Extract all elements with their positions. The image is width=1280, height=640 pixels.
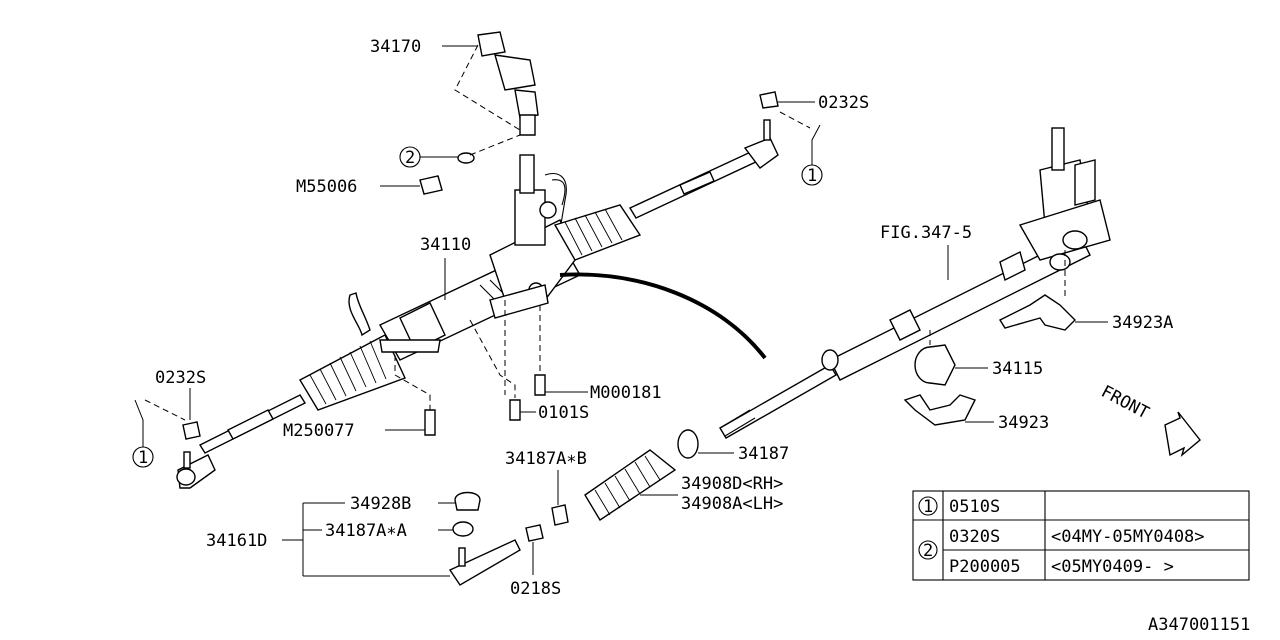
label-34161d: 34161D <box>206 531 267 551</box>
rack-assembly-right <box>719 127 1111 439</box>
callout-34928b: 34928B <box>350 494 455 514</box>
label-ref1-top: 1 <box>807 166 817 186</box>
nut-0218s <box>525 524 544 542</box>
callout-34187aa: 34187A∗A <box>325 521 453 541</box>
center-bracket <box>489 284 549 319</box>
label-m55006: M55006 <box>296 177 357 197</box>
label-34115: 34115 <box>992 359 1043 379</box>
legend-ref-1: 1 <box>923 497 933 517</box>
label-front: FRONT <box>1098 382 1153 424</box>
legend-ref-2: 2 <box>923 541 933 561</box>
assembly-link-curve <box>559 272 767 360</box>
bracket-34923 <box>903 394 976 426</box>
cap-34928b <box>454 491 481 511</box>
label-ref2: 2 <box>405 148 415 168</box>
tie-rod-end-34161d <box>448 539 521 586</box>
legend-part-p200005: P200005 <box>949 557 1021 577</box>
callout-0218s: 0218S <box>510 542 561 599</box>
right-tie-rod-end <box>743 119 779 169</box>
nut-left <box>182 421 201 440</box>
callout-34923a: 34923A <box>1075 313 1173 333</box>
legend-range-0320s: <04MY-05MY0408> <box>1051 527 1205 547</box>
clip-34187ab <box>551 504 569 526</box>
callout-34923: 34923 <box>965 413 1049 433</box>
callout-34187: 34187 <box>698 444 789 464</box>
label-0218s: 0218S <box>510 579 561 599</box>
label-34187: 34187 <box>738 444 789 464</box>
left-tie-rod-end <box>176 451 216 489</box>
callout-front: FRONT <box>1098 382 1153 424</box>
right-boot <box>553 204 642 261</box>
legend-part-0320s: 0320S <box>949 527 1000 547</box>
legend-range-p200005: <05MY0409- > <box>1051 557 1174 577</box>
label-34187aa: 34187A∗A <box>325 521 407 541</box>
label-34110: 34110 <box>420 235 471 255</box>
boot-34908 <box>584 449 677 521</box>
gearbox-assembly <box>176 119 779 489</box>
left-tie-rod-lock <box>227 409 274 440</box>
label-ref1-left: 1 <box>138 448 148 468</box>
callout-ref1-left: 1 <box>132 399 154 468</box>
callout-ref1-top: 1 <box>801 124 823 186</box>
callout-0232s-left: 0232S <box>155 368 206 420</box>
callout-m250077: M250077 <box>283 421 425 441</box>
callout-34908: 34908D<RH> 34908A<LH> <box>640 474 783 514</box>
bolt-m55006 <box>419 175 443 195</box>
label-0101s: 0101S <box>538 403 589 423</box>
callout-34187ab: 34187A∗B <box>505 449 587 505</box>
left-boot <box>299 334 406 411</box>
bolt-m250077 <box>424 409 436 436</box>
universal-joint <box>477 31 539 136</box>
callout-fig: FIG.347-5 <box>880 223 972 280</box>
callout-0232s-top: 0232S <box>778 93 869 113</box>
clamp-34187 <box>677 429 699 459</box>
legend-table: 1 2 0510S 0320S <04MY-05MY0408> P200005 … <box>912 490 1250 581</box>
left-bracket <box>348 292 441 353</box>
ring-34187aa <box>452 521 474 537</box>
label-34170: 34170 <box>370 37 421 57</box>
callout-m000181: M000181 <box>545 383 662 403</box>
label-m250077: M250077 <box>283 421 355 441</box>
callout-34161d: 34161D <box>206 502 450 577</box>
label-0232s-top: 0232S <box>818 93 869 113</box>
label-34187ab: 34187A∗B <box>505 449 587 469</box>
label-34928b: 34928B <box>350 494 411 514</box>
washer <box>457 152 475 164</box>
bolt-0101s <box>509 399 521 421</box>
label-m000181: M000181 <box>590 383 662 403</box>
callout-0101s: 0101S <box>520 403 589 423</box>
label-34908d: 34908D<RH> <box>681 474 783 494</box>
callout-m55006: M55006 <box>296 177 420 197</box>
diagram-id: A347001151 <box>1148 615 1250 635</box>
label-34923: 34923 <box>998 413 1049 433</box>
label-34923a: 34923A <box>1112 313 1173 333</box>
bracket-34923a <box>998 294 1076 331</box>
legend-part-0510s: 0510S <box>949 497 1000 517</box>
label-fig-ref: FIG.347-5 <box>880 223 972 243</box>
callout-34110: 34110 <box>420 235 471 300</box>
bolt-m000181 <box>534 374 546 396</box>
callout-34115: 34115 <box>955 359 1043 379</box>
bushing-34115 <box>914 344 956 386</box>
nut-top <box>759 91 779 109</box>
callout-ref2: 2 <box>399 146 458 168</box>
callout-34170: 34170 <box>370 37 478 57</box>
label-34908a: 34908A<LH> <box>681 494 783 514</box>
label-0232s-left: 0232S <box>155 368 206 388</box>
front-arrow <box>1164 411 1201 457</box>
